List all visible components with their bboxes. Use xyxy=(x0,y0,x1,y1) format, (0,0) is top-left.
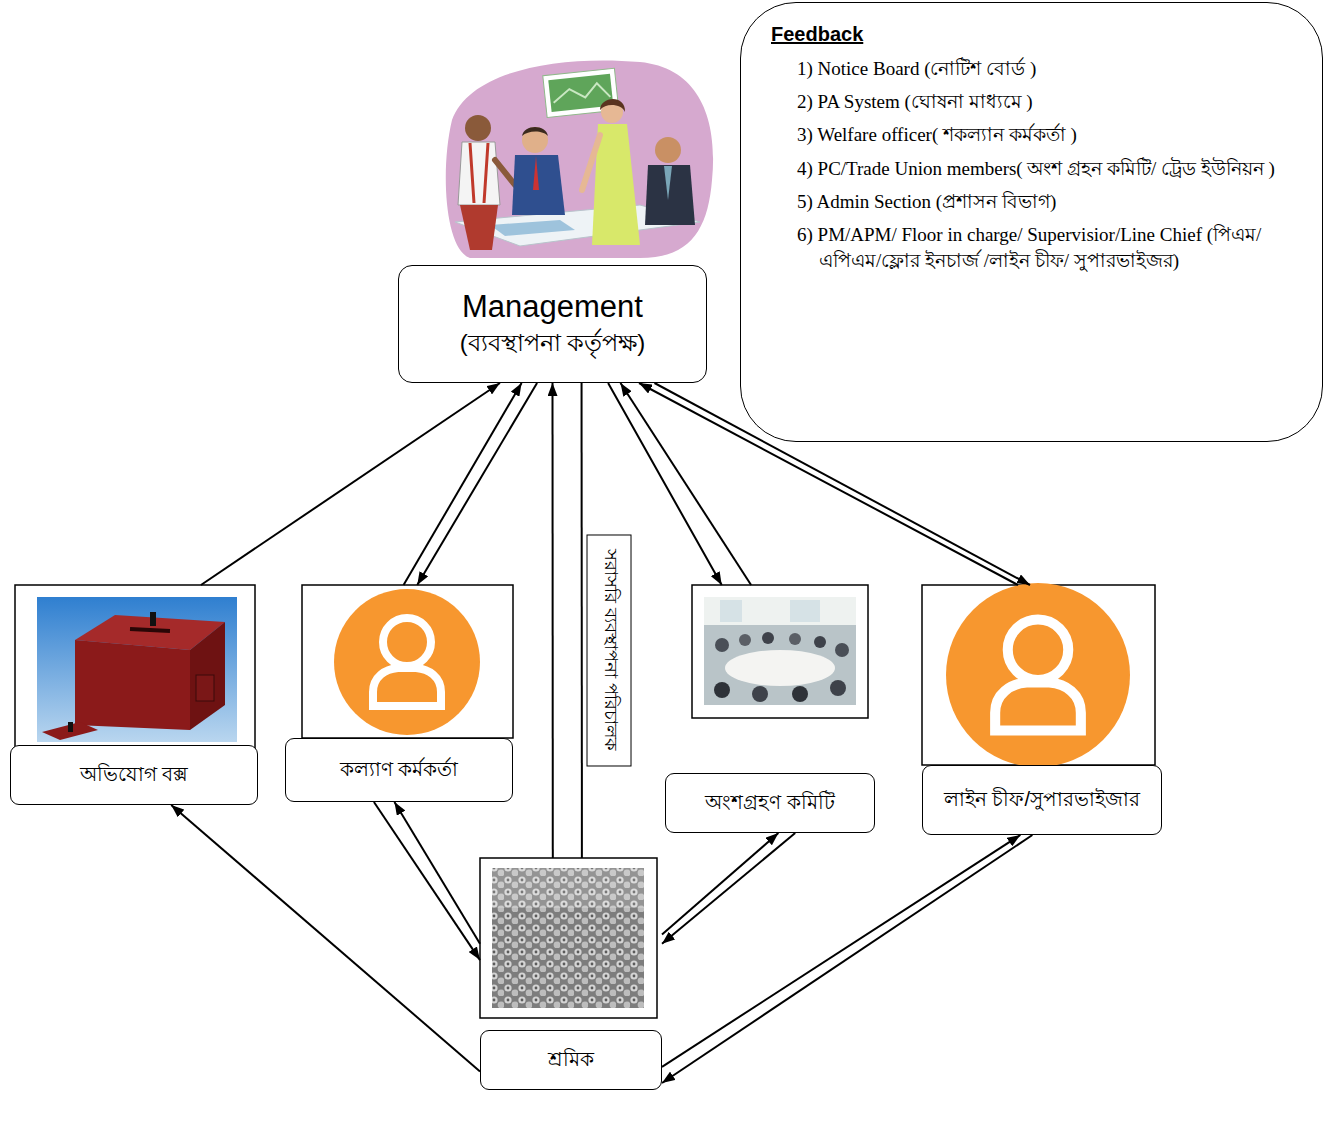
connector-arrow xyxy=(374,802,480,960)
meeting-clipart-part xyxy=(446,60,713,258)
committee-photo-part xyxy=(725,650,835,686)
meeting-clipart-part xyxy=(460,205,498,250)
committee-photo-part xyxy=(692,585,868,718)
line-chief-picture-part xyxy=(946,583,1130,767)
welfare-officer-picture-part-part xyxy=(373,668,441,706)
meeting-clipart-part xyxy=(582,135,600,190)
node-label: অভিযোগ বক্স xyxy=(10,745,258,805)
meeting-clipart-part xyxy=(512,155,565,215)
connector-arrow xyxy=(662,833,778,935)
welfare-officer-picture xyxy=(302,585,513,738)
authority-box: Management(ব্যবস্থাপনা কর্তৃপক্ষ) xyxy=(398,265,707,383)
committee-photo-part xyxy=(762,632,774,644)
connector-arrow xyxy=(581,383,583,858)
workers-node: শ্রমিক xyxy=(480,858,662,1090)
list-item: 3) Welfare officer( শকল্যান কর্মকর্তা ) xyxy=(769,122,1288,148)
connector-arrow xyxy=(662,835,1020,1067)
committee-photo-part xyxy=(830,680,846,696)
meeting-clipart-part xyxy=(664,166,672,200)
meeting-clipart-part xyxy=(655,137,681,163)
connector-arrow xyxy=(620,383,751,585)
meeting-clipart-part xyxy=(522,127,548,136)
complaint-box-picture-part xyxy=(150,612,156,626)
connector-arrow xyxy=(201,383,500,585)
connector-arrow xyxy=(662,835,1032,1083)
meeting-clipart-part xyxy=(490,220,575,236)
node-label: শ্রমিক xyxy=(480,1030,662,1090)
line-chief-picture-part xyxy=(995,620,1081,731)
committee-photo-part xyxy=(752,686,768,702)
complaint-box-picture-part xyxy=(190,622,225,730)
meeting-clipart-part-part xyxy=(552,82,610,103)
edge-label: সরাসরি ব্যবস্থাপনা পরিচালক xyxy=(587,534,632,766)
committee-photo-part xyxy=(835,643,849,657)
list-item: 6) PM/APM/ Floor in charge/ Supervisior/… xyxy=(769,222,1288,274)
complaint-box-picture-part xyxy=(42,722,98,740)
complaint-box-picture-part xyxy=(15,585,255,750)
complaint-box-picture-part xyxy=(68,722,73,732)
committee-photo-part xyxy=(704,597,856,625)
welfare-officer-picture-part xyxy=(334,589,480,735)
connector-group xyxy=(171,383,1032,1083)
workers-photo xyxy=(480,858,657,1018)
committee-photo-part xyxy=(814,636,826,648)
welfare-officer-node: কল্যাণ কর্মকর্তা xyxy=(285,585,513,802)
welfare-officer-picture-part xyxy=(373,618,441,706)
line-chief-picture xyxy=(922,583,1155,767)
list-item: 5) Admin Section (প্রশাসন বিভাগ) xyxy=(769,189,1288,215)
meeting-clipart-part xyxy=(645,165,695,225)
meeting-clipart-part xyxy=(533,156,539,190)
committee-node: অংশগ্রহণ কমিটি xyxy=(665,585,875,833)
box-title: Management xyxy=(462,288,643,327)
committee-photo-part xyxy=(720,600,742,622)
connector-arrow xyxy=(417,383,537,585)
committee-photo-part xyxy=(789,633,801,645)
meeting-clipart-part xyxy=(465,115,491,141)
committee-photo-part xyxy=(790,600,820,622)
line-chief-node: লাইন চীফ/সুপারভাইজার xyxy=(922,585,1162,835)
committee-photo-part xyxy=(704,597,856,705)
welfare-officer-picture-part xyxy=(302,585,513,738)
node-label: লাইন চীফ/সুপারভাইজার xyxy=(922,765,1162,835)
committee-photo xyxy=(692,585,868,718)
meeting-clipart-part xyxy=(470,143,488,203)
complaint-box-picture xyxy=(15,585,255,750)
meeting-clipart-part xyxy=(522,127,548,153)
welfare-officer-picture-part-part xyxy=(383,618,431,666)
connector-arrow xyxy=(662,833,795,944)
connector-arrow xyxy=(171,805,480,1071)
meeting-clipart-part xyxy=(458,142,500,205)
connector-arrow xyxy=(394,802,480,944)
meeting-clipart-part xyxy=(600,99,625,112)
committee-photo-part xyxy=(715,638,729,652)
complaint-box-picture-part xyxy=(37,597,237,742)
node-label: অংশগ্রহণ কমিটি xyxy=(665,773,875,833)
panel-heading: Feedback xyxy=(771,23,1288,46)
line-chief-picture-part-part xyxy=(1008,620,1068,680)
complaint-box-picture-part xyxy=(130,627,170,633)
complaint-box-picture-part xyxy=(196,675,214,701)
workers-photo-part xyxy=(492,868,644,1008)
workers-photo-part xyxy=(492,868,644,908)
connector-arrow xyxy=(404,383,522,585)
complaint-box-node: অভিযোগ বক্স xyxy=(10,585,258,805)
complaint-box-picture-part xyxy=(75,640,190,730)
meeting-clipart xyxy=(446,60,713,258)
list-item: 4) PC/Trade Union members( অংশ গ্রহন কমি… xyxy=(769,156,1288,182)
connector-arrow xyxy=(552,383,554,858)
list-item: 1) Notice Board (নোটিশ বোর্ড ) xyxy=(769,56,1288,82)
committee-photo-part xyxy=(714,682,730,698)
list-item: 2) PA System (ঘোষনা মাধ্যমে ) xyxy=(769,89,1288,115)
committee-photo-part xyxy=(792,686,808,702)
line-chief-picture-part-part xyxy=(995,683,1081,731)
feedback-panel: Feedback 1) Notice Board (নোটিশ বোর্ড ) 2)… xyxy=(740,2,1323,442)
box-subtitle: (ব্যবস্থাপনা কর্তৃপক্ষ) xyxy=(460,327,646,359)
workers-photo-part xyxy=(480,858,657,1018)
node-label: কল্যাণ কর্মকর্তা xyxy=(285,738,513,802)
committee-photo-part xyxy=(739,634,751,646)
meeting-clipart-part xyxy=(495,160,515,185)
